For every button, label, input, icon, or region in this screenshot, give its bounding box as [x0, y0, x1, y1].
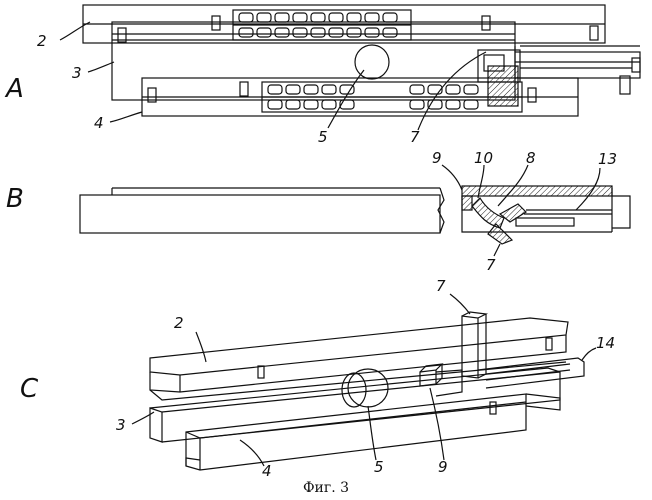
roller-cage-bottom [262, 82, 522, 112]
lock-section-view-b [462, 186, 630, 244]
callout-7-view-a: 7 [410, 130, 420, 145]
leader-9-view-b [442, 165, 462, 190]
leader-7-view-b [494, 244, 500, 256]
leader-5-view-c [368, 406, 376, 460]
view-a-drawing [60, 5, 640, 130]
callout-2-view-a: 2 [37, 34, 47, 49]
leader-4-view-a [110, 112, 142, 122]
rail-top-edge-view-b [112, 188, 440, 195]
leader-5-view-a [328, 70, 364, 128]
rail-2-view-c [150, 318, 568, 400]
callout-10-view-b: 10 [474, 151, 493, 166]
leader-3-view-a [88, 62, 114, 72]
callout-9-view-b: 9 [432, 151, 442, 166]
wheel-5-view-a [355, 45, 389, 79]
callout-4-view-a: 4 [94, 116, 104, 131]
rail-body-view-b [80, 195, 440, 233]
view-b-drawing [80, 165, 630, 256]
rail-3-view-a [112, 22, 515, 100]
view-label-a: A [6, 76, 24, 102]
callout-5-view-a: 5 [318, 130, 328, 145]
leader-3-view-c [132, 412, 154, 424]
view-c-drawing [132, 294, 596, 470]
callout-9-view-c: 9 [438, 460, 448, 475]
callout-4-view-c: 4 [262, 464, 272, 479]
callout-13-view-b: 13 [598, 152, 617, 167]
callout-7-view-b: 7 [486, 258, 496, 273]
roller-cage-top [233, 10, 411, 40]
extension-14-view-c [478, 358, 584, 388]
rail-2-view-a [83, 5, 605, 43]
view-label-b: B [6, 186, 24, 212]
leader-2-view-c [196, 332, 206, 362]
leader-2-view-a [60, 22, 90, 40]
figure-caption: Фиг. 3 [0, 480, 652, 496]
callout-5-view-c: 5 [374, 460, 384, 475]
callout-8-view-b: 8 [526, 151, 536, 166]
leader-7-view-c [450, 294, 470, 314]
callout-3-view-c: 3 [116, 418, 126, 433]
leader-14-view-c [582, 348, 596, 360]
leader-9-view-c [430, 388, 444, 460]
callout-14-view-c: 14 [596, 336, 615, 351]
callout-7-view-c: 7 [436, 279, 446, 294]
callout-2-view-c: 2 [174, 316, 184, 331]
callout-3-view-a: 3 [72, 66, 82, 81]
view-label-c: C [20, 376, 38, 402]
